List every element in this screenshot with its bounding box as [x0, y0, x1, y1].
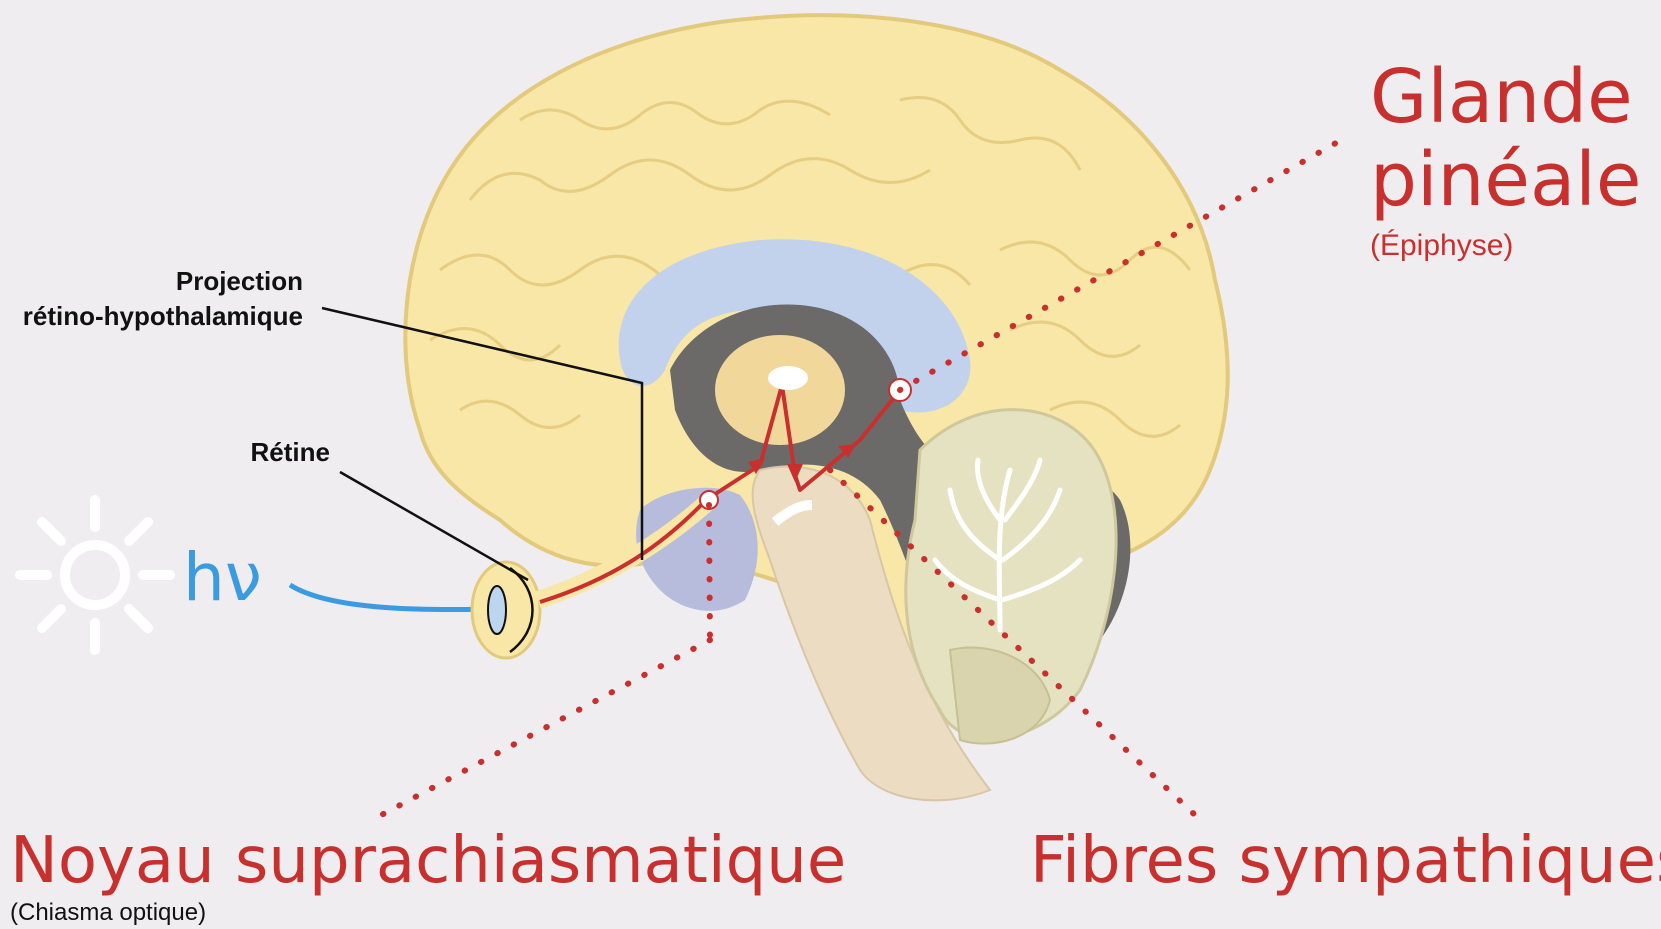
fibres-label: Fibres sympathiques: [1030, 824, 1661, 898]
projection-label-line2: rétino-hypothalamique: [23, 301, 303, 331]
glande-sublabel: (Épiphyse): [1370, 229, 1513, 262]
glande-label-line2: pinéale: [1370, 137, 1641, 223]
light-label: hν: [183, 539, 262, 616]
noyau-sublabel: (Chiasma optique): [10, 899, 206, 926]
leader-noyau-2: [372, 640, 710, 820]
brain-illustration: [405, 15, 1227, 800]
projection-label-line1: Projection: [176, 266, 303, 296]
noyau-label: Noyau suprachiasmatique: [10, 824, 846, 898]
eye-icon: [472, 562, 540, 658]
glande-label-line1: Glande: [1370, 54, 1633, 140]
retine-label: Rétine: [251, 437, 330, 467]
sun-icon: [20, 500, 170, 650]
